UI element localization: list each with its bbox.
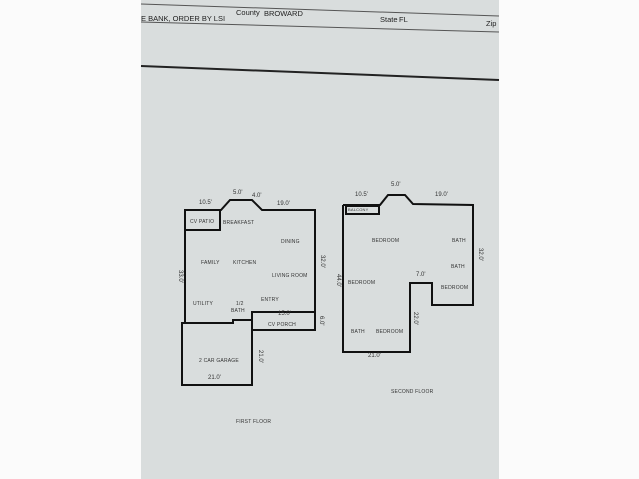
- dimension: 32.0': [477, 248, 483, 261]
- room-label: BEDROOM: [441, 285, 469, 291]
- dimension: 21.0': [208, 375, 221, 381]
- header-divider: [140, 65, 500, 81]
- room-label: BATH: [451, 264, 465, 270]
- room-label: BATH: [452, 238, 466, 244]
- dimension: 22.0': [412, 312, 418, 325]
- order-text: E BANK, ORDER BY LSI: [141, 14, 226, 23]
- room-label: CV PORCH: [268, 322, 296, 328]
- room-label: BEDROOM: [348, 280, 376, 286]
- room-label: UTILITY: [193, 301, 214, 307]
- document-page: [141, 0, 499, 479]
- room-label: 1/2: [236, 301, 244, 307]
- header-rule: [140, 21, 500, 33]
- dimension: 21.0': [257, 350, 263, 363]
- dimension: 19.0': [277, 201, 290, 207]
- dimension: 33.0': [177, 270, 183, 283]
- room-label: KITCHEN: [233, 260, 257, 266]
- room-label: BALCONY: [348, 207, 369, 212]
- room-label: CV PATIO: [190, 219, 215, 225]
- dimension: 19.0': [435, 192, 448, 198]
- room-label: BATH: [231, 308, 245, 314]
- room-label: FAMILY: [201, 260, 220, 266]
- second-floor-title: SECOND FLOOR: [391, 389, 434, 395]
- header-rule: [140, 3, 500, 17]
- dimension: 15.0': [278, 311, 291, 317]
- first-floor-walls: [181, 199, 316, 386]
- second-floor-walls: [342, 194, 474, 353]
- room-label: BEDROOM: [372, 238, 400, 244]
- dimension: 4.0': [252, 193, 262, 199]
- room-label: BREAKFAST: [223, 220, 255, 226]
- dimension: 6.0': [318, 316, 324, 326]
- dimension: 7.0': [416, 272, 426, 278]
- zip-label: Zip: [486, 19, 497, 28]
- state-value: FL: [399, 15, 408, 24]
- first-floor-title: FIRST FLOOR: [236, 419, 272, 425]
- county-value: BROWARD: [264, 9, 303, 18]
- dimension: 32.0': [319, 255, 325, 268]
- dimension: 10.5': [199, 200, 212, 206]
- room-label: BEDROOM: [376, 329, 404, 335]
- dimension: 5.0': [391, 182, 401, 188]
- room-label: BATH: [351, 329, 365, 335]
- dimension: 5.0': [233, 190, 243, 196]
- dimension: 21.0': [368, 353, 381, 359]
- dimension: 44.0': [335, 274, 341, 287]
- room-label: DINING: [281, 239, 300, 245]
- state-label: State: [380, 15, 398, 24]
- county-label: County: [236, 8, 260, 17]
- dimension: 10.5': [355, 192, 368, 198]
- room-label: ENTRY: [261, 297, 279, 303]
- room-label: LIVING ROOM: [272, 273, 308, 279]
- room-label: 2 CAR GARAGE: [199, 358, 239, 364]
